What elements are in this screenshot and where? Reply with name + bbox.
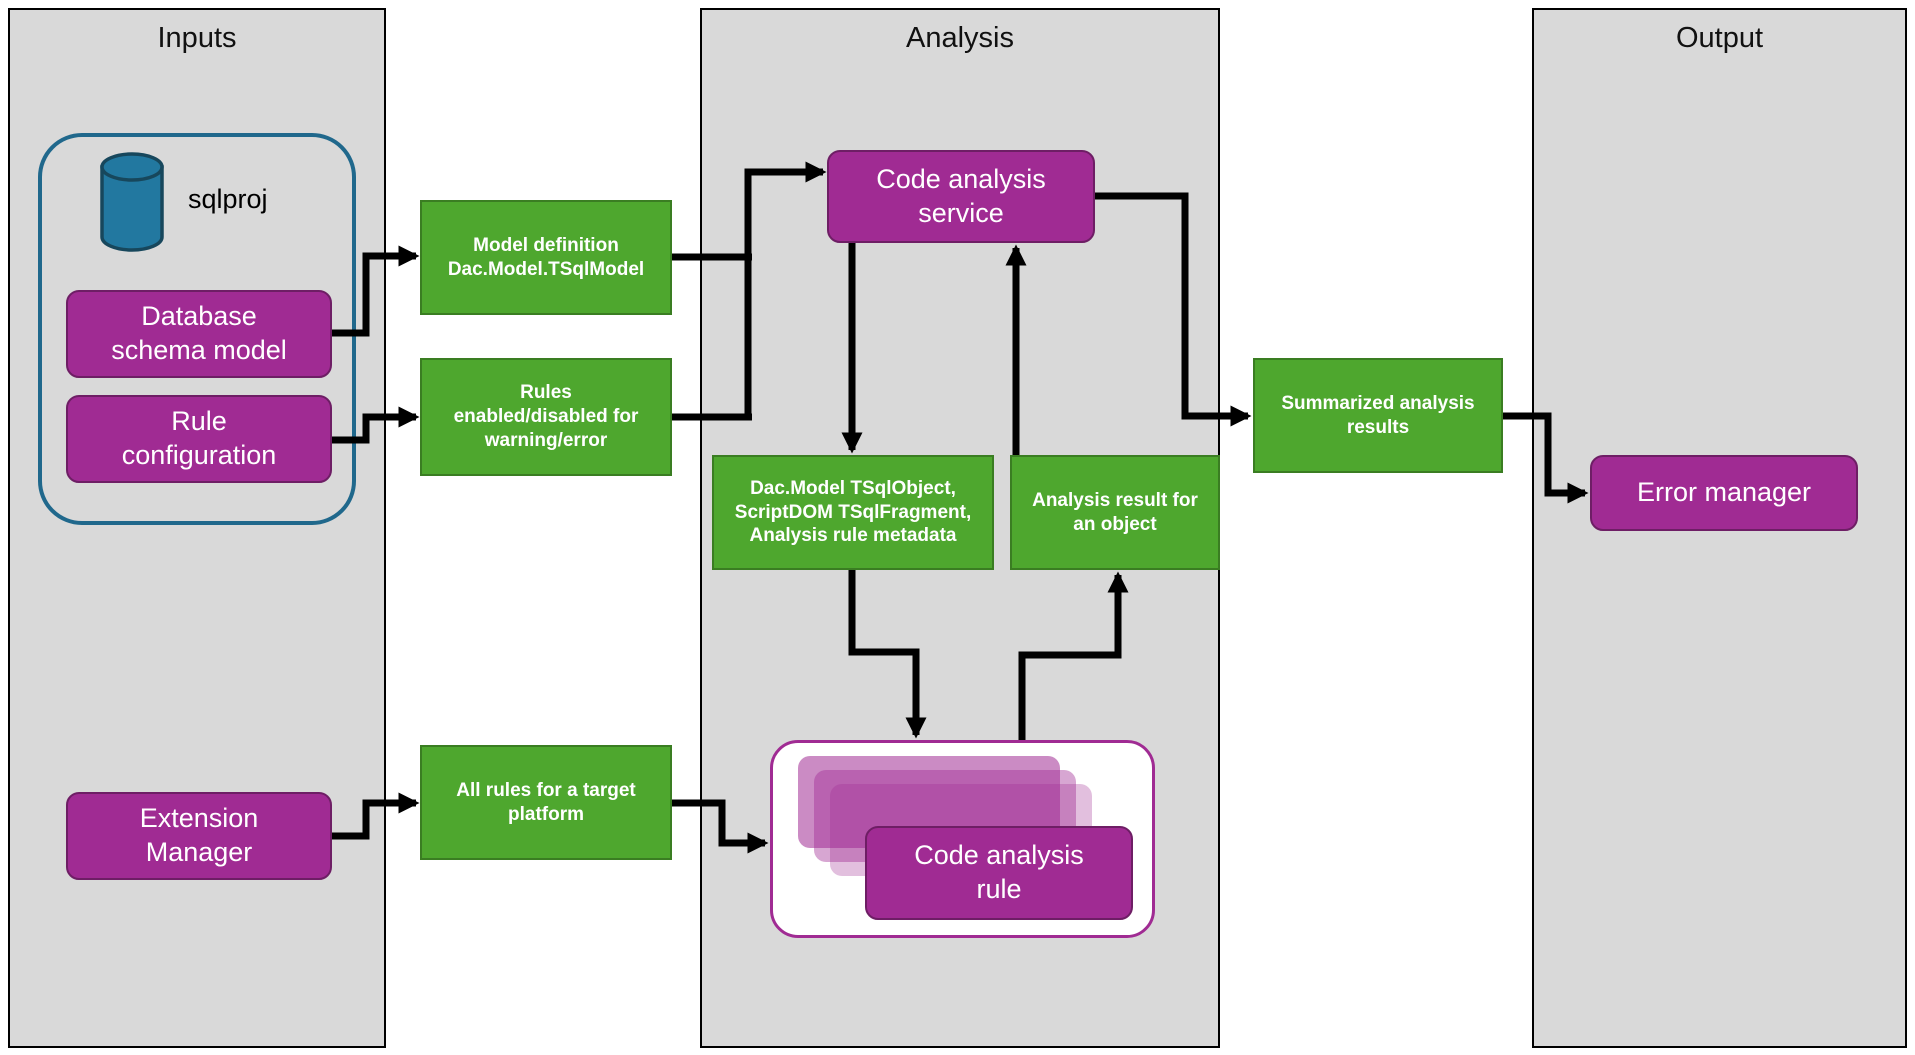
node-code-analysis-rule: Code analysis rule <box>865 826 1133 920</box>
panel-inputs-title: Inputs <box>157 22 237 54</box>
node-database-schema-model: Database schema model <box>66 290 332 378</box>
node-rules-enabled-disabled: Rules enabled/disabled for warning/error <box>420 358 672 476</box>
node-model-definition: Model definition Dac.Model.TSqlModel <box>420 200 672 315</box>
sqlproj-label: sqlproj <box>188 183 268 214</box>
node-rule-configuration: Rule configuration <box>66 395 332 483</box>
node-code-analysis-service: Code analysis service <box>827 150 1095 243</box>
node-analysis-result: Analysis result for an object <box>1010 455 1220 570</box>
node-error-manager: Error manager <box>1590 455 1858 531</box>
panel-output-title: Output <box>1675 22 1764 54</box>
node-extension-manager: Extension Manager <box>66 792 332 880</box>
node-all-rules-for-target-platform: All rules for a target platform <box>420 745 672 860</box>
node-object-metadata: Dac.Model TSqlObject, ScriptDOM TSqlFrag… <box>712 455 994 570</box>
panel-analysis-title: Analysis <box>906 22 1014 54</box>
node-summarized-results: Summarized analysis results <box>1253 358 1503 473</box>
database-cylinder-icon <box>100 152 164 252</box>
